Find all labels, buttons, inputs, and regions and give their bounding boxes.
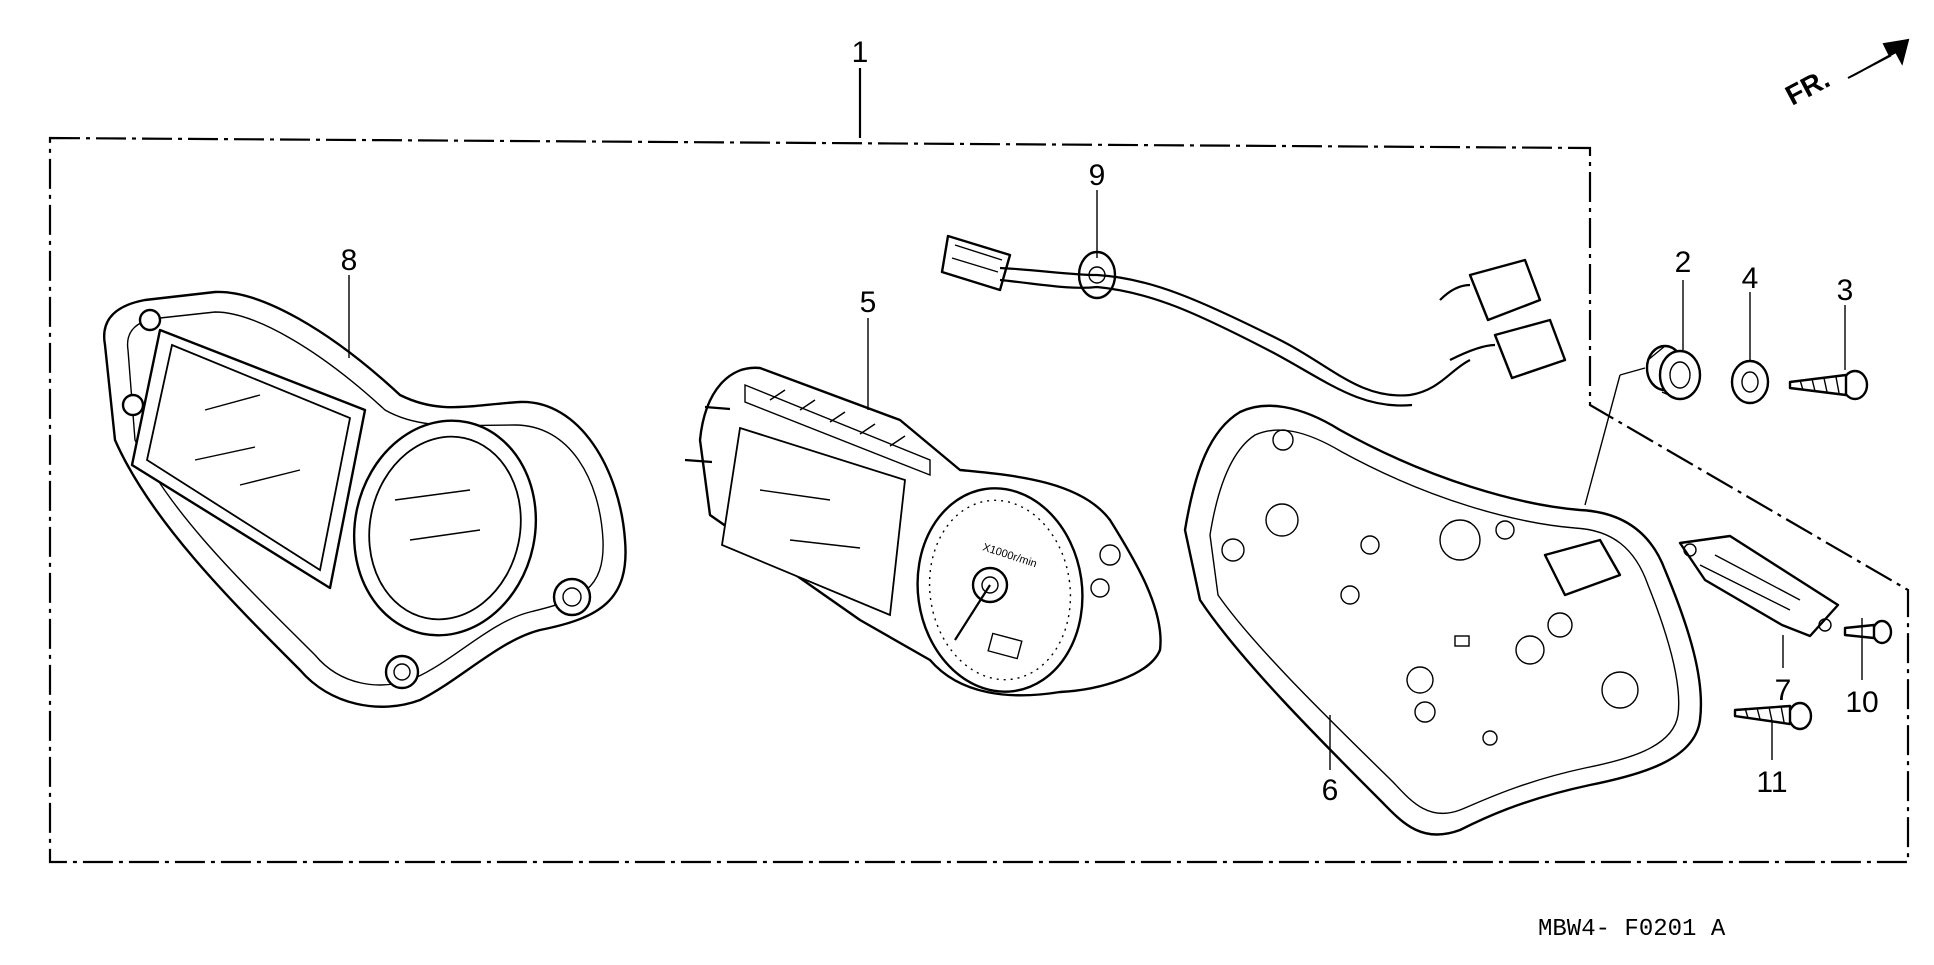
diagram-reference-code: MBW4- F0201 A: [1538, 916, 1726, 943]
assembly-boundary: [48, 68, 1910, 864]
callout-5: 5: [860, 286, 877, 319]
callout-3: 3: [1837, 274, 1854, 307]
callout-1: 1: [852, 36, 869, 69]
grommet-part-2[interactable]: [1645, 344, 1702, 401]
callout-4: 4: [1742, 262, 1759, 295]
wire-harness-part-9[interactable]: [940, 234, 1567, 407]
collar-part-4[interactable]: [1730, 359, 1770, 405]
meter-cover-part-8[interactable]: [102, 290, 627, 708]
bracket-part-7[interactable]: [1678, 534, 1840, 638]
callout-8: 8: [341, 244, 358, 277]
callout-10: 10: [1845, 686, 1878, 719]
screw-part-3[interactable]: [1788, 369, 1869, 401]
callout-2: 2: [1675, 246, 1692, 279]
screw-part-11[interactable]: [1733, 701, 1813, 731]
callout-9: 9: [1089, 159, 1106, 192]
callout-6: 6: [1322, 774, 1339, 807]
callout-11: 11: [1756, 766, 1787, 799]
front-direction-arrow-icon: [1847, 38, 1910, 79]
meter-assembly-part-5[interactable]: X1000r/min: [684, 366, 1162, 703]
meter-case-part-6[interactable]: [1183, 404, 1703, 836]
callout-7: 7: [1775, 674, 1792, 707]
front-direction-marker: FR.: [1780, 38, 1910, 112]
screw-part-10[interactable]: [1843, 619, 1893, 645]
front-label: FR.: [1780, 63, 1834, 112]
